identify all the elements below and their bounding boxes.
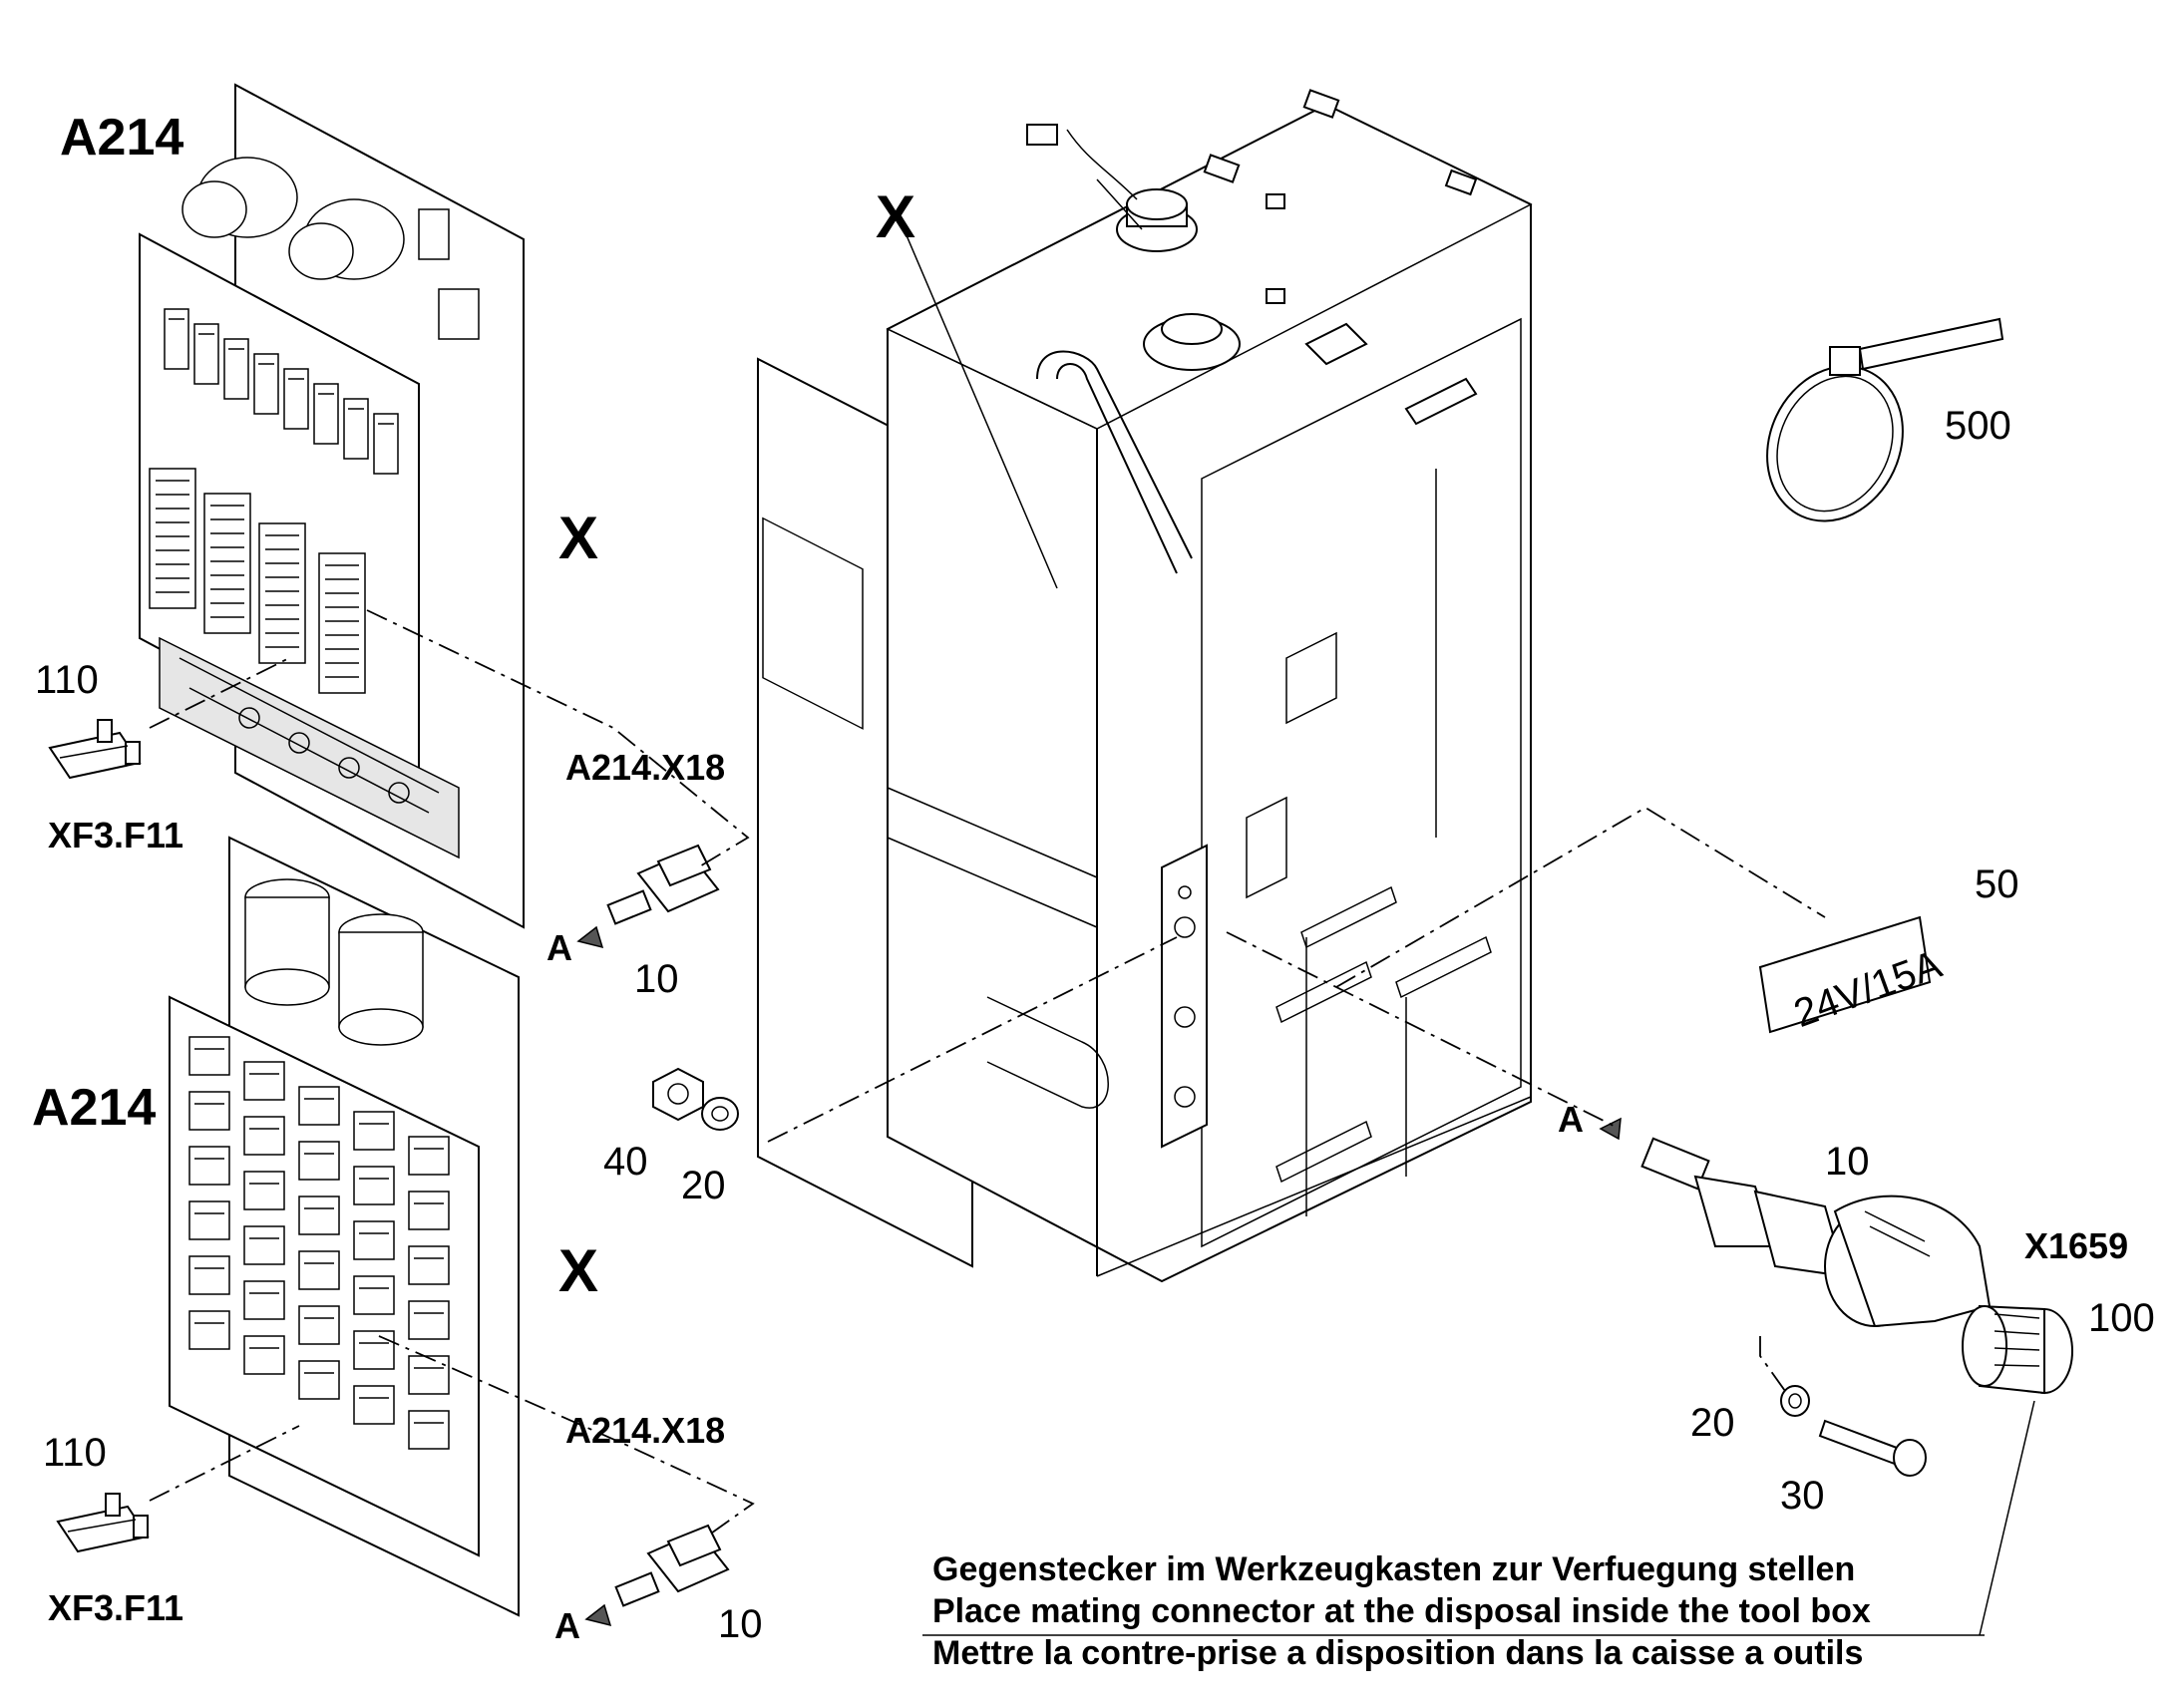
washer-20-right	[1780, 1385, 1810, 1417]
washer-left-number: 20	[681, 1164, 726, 1207]
board-bottom-title: A214	[32, 1079, 156, 1137]
arrow-a-socket: A	[1558, 1099, 1584, 1140]
nut-40	[652, 1067, 704, 1122]
x-label-top: X	[558, 505, 598, 571]
tie-number: 500	[1945, 404, 2011, 448]
leader-lines	[149, 178, 2035, 1636]
fuse-top-ref: XF3.F11	[48, 815, 183, 855]
socket-ref: X1659	[2024, 1225, 2128, 1266]
note-line-de: Gegenstecker im Werkzeugkasten zur Verfu…	[932, 1550, 1855, 1588]
conn-bottom-ref: A214.X18	[565, 1410, 725, 1451]
socket-number: 10	[1825, 1140, 1870, 1184]
cable-tie-500	[1766, 317, 2004, 522]
tool-box-cabinet	[757, 89, 1533, 1283]
note-line-en: Place mating connector at the disposal i…	[932, 1592, 1871, 1630]
plug-top-number: 10	[634, 957, 679, 1001]
screw-30	[1818, 1419, 1927, 1477]
nut-number: 40	[603, 1140, 648, 1184]
arrow-a-top: A	[546, 927, 572, 968]
plug-top	[576, 844, 720, 949]
screw-number: 30	[1780, 1474, 1825, 1518]
fuse-bottom	[56, 1493, 150, 1553]
note-line-fr: Mettre la contre-prise a disposition dan…	[932, 1634, 1863, 1672]
plug-bottom-number: 10	[718, 1602, 763, 1646]
arrow-a-bottom: A	[554, 1605, 580, 1646]
board-top-title: A214	[60, 109, 183, 167]
rating-plate-50: 24V/15A	[1758, 915, 1948, 1036]
control-board-top	[139, 83, 525, 929]
control-board-bottom	[169, 836, 520, 1617]
x-label-box: X	[876, 183, 915, 250]
conn-top-ref: A214.X18	[565, 747, 725, 788]
x-label-bottom: X	[558, 1237, 598, 1304]
cap-100	[1962, 1304, 2073, 1395]
plug-bottom	[584, 1524, 730, 1627]
fuse-top-number: 110	[35, 658, 99, 702]
cap-number: 100	[2088, 1296, 2155, 1340]
washer-right-number: 20	[1690, 1401, 1735, 1445]
fuse-top	[48, 719, 142, 780]
socket-x1659	[1599, 1117, 1992, 1328]
plate-number: 50	[1975, 862, 2019, 906]
washer-20-left	[701, 1097, 739, 1131]
fuse-bottom-ref: XF3.F11	[48, 1587, 183, 1628]
fuse-bottom-number: 110	[43, 1431, 107, 1475]
